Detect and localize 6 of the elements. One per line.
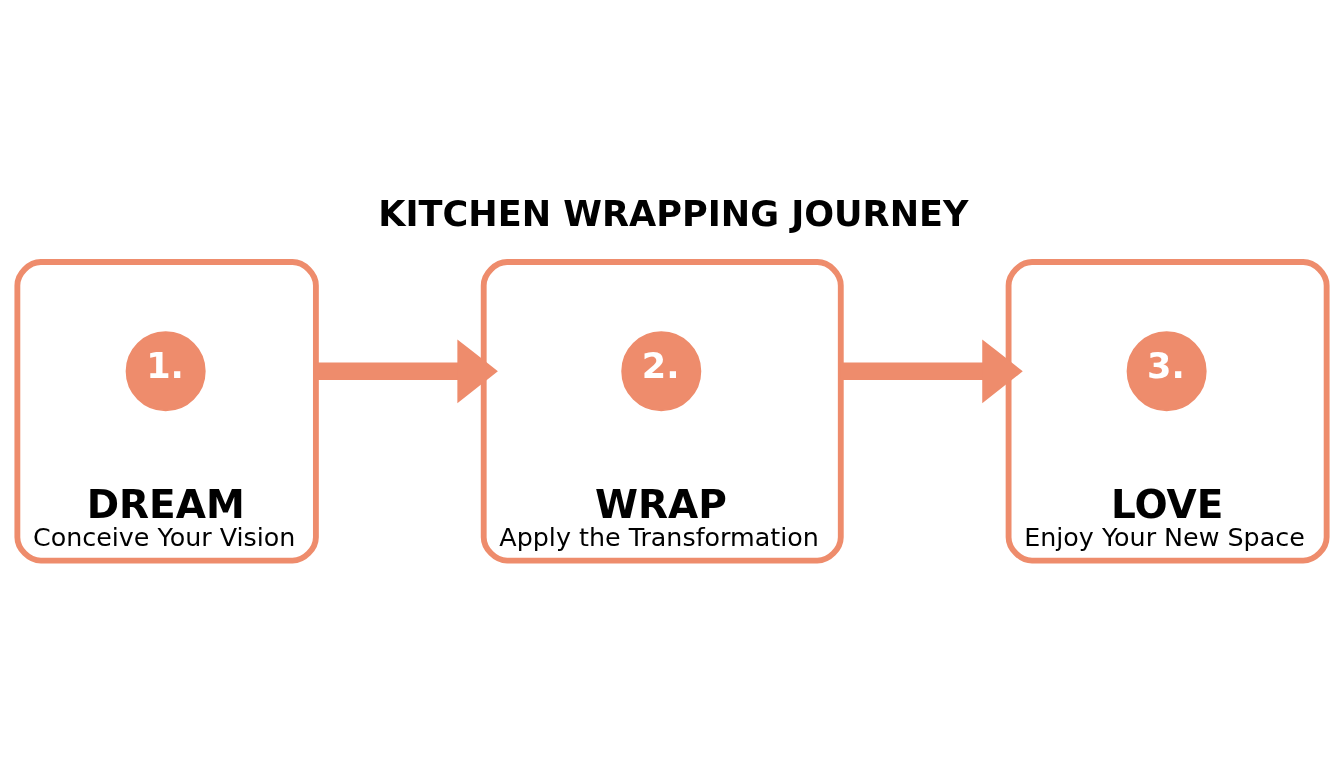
node-circle: 3.	[1126, 331, 1207, 412]
diagram-title: KITCHEN WRAPPING JOURNEY	[378, 192, 969, 234]
node-circle: 2.	[621, 331, 702, 412]
arrow	[315, 339, 498, 404]
arrow	[840, 339, 1023, 404]
node-circle: 1.	[125, 331, 206, 412]
